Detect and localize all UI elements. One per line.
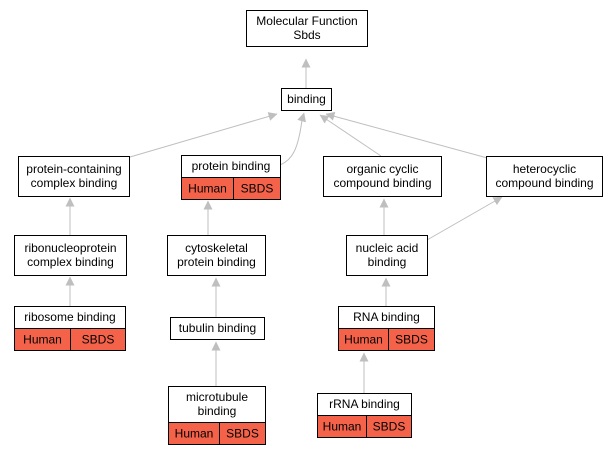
node-label-line: heterocyclic xyxy=(513,162,576,176)
node-label-line: binding xyxy=(287,92,326,106)
node-label-line: nucleic acid xyxy=(356,241,419,255)
node-label-line: tubulin binding xyxy=(179,321,256,335)
node-binding[interactable]: binding xyxy=(281,88,332,111)
node-label-line: microtubule xyxy=(186,390,248,404)
species-tag: Human xyxy=(323,420,362,434)
node-label-line: Molecular Function xyxy=(256,14,357,28)
edge-nucleic-acid-binding xyxy=(426,196,503,241)
node-label-line: binding xyxy=(198,404,237,418)
node-label-line: protein binding xyxy=(177,255,256,269)
node-label-line: ribonucleoprotein xyxy=(24,241,116,255)
gene-tag: SBDS xyxy=(373,420,406,434)
edges xyxy=(65,58,503,393)
gene-tag: SBDS xyxy=(241,182,274,196)
species-tag: Human xyxy=(175,427,214,441)
edge-organic-cyclic-compound-binding xyxy=(319,114,382,157)
species-tag-bar xyxy=(181,177,281,200)
node-box xyxy=(246,10,368,47)
node-label-line: binding xyxy=(368,255,407,269)
node-label-line: RNA binding xyxy=(353,310,420,324)
species-tag: Human xyxy=(23,333,62,347)
node-label-line: complex binding xyxy=(31,176,118,190)
species-tag: Human xyxy=(188,182,227,196)
edge-heterocyclic-compound-binding xyxy=(325,111,492,160)
node-box xyxy=(281,88,332,111)
node-label-line: rRNA binding xyxy=(329,397,400,411)
node-box xyxy=(14,235,127,276)
node-label-line: ribosome binding xyxy=(24,310,115,324)
node-box xyxy=(486,156,603,197)
edge-protein-binding xyxy=(279,112,306,166)
node-label-line: complex binding xyxy=(27,255,114,269)
gene-tag: SBDS xyxy=(395,333,428,347)
node-tubulin-binding[interactable]: tubulin binding xyxy=(170,317,265,340)
node-label-line: cytoskeletal xyxy=(185,241,248,255)
node-label-line: Sbds xyxy=(293,28,320,42)
edge-protein-containing-complex-binding xyxy=(129,112,278,158)
node-box xyxy=(346,235,428,276)
species-tag: Human xyxy=(344,333,383,347)
species-tag-bar xyxy=(338,328,435,351)
node-box xyxy=(323,156,442,197)
node-label-line: compound binding xyxy=(333,176,431,190)
node-label-line: organic cyclic xyxy=(346,162,418,176)
node-label-line: compound binding xyxy=(495,176,593,190)
node-box xyxy=(18,156,130,197)
gene-tag: SBDS xyxy=(226,427,259,441)
species-tag-bar xyxy=(168,422,266,445)
gene-tag: SBDS xyxy=(82,333,115,347)
node-box xyxy=(170,317,265,340)
node-label-line: protein-containing xyxy=(26,162,121,176)
node-label-line: protein binding xyxy=(192,159,271,173)
species-tag-bar xyxy=(317,415,412,438)
node-box xyxy=(167,235,266,276)
